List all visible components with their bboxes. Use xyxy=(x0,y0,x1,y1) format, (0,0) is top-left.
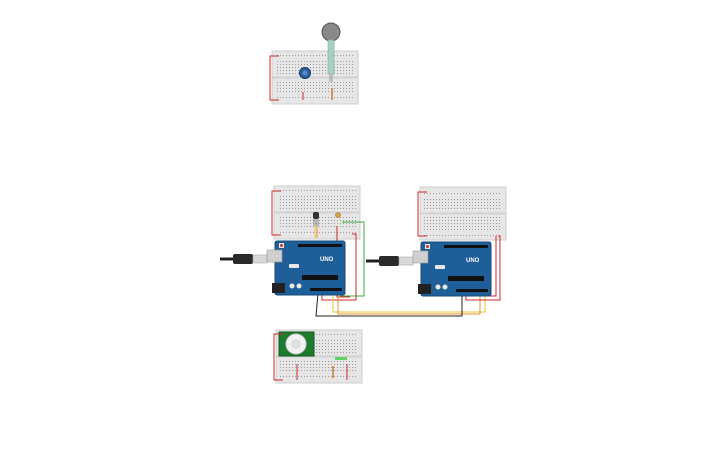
arduino-uno-left[interactable]: UNO xyxy=(266,240,346,296)
wire-signal-yellow[interactable] xyxy=(314,226,486,313)
pir-sensor[interactable] xyxy=(278,331,315,357)
photoresistor[interactable] xyxy=(335,212,341,218)
potentiometer-knob[interactable] xyxy=(299,67,311,79)
wire-power-bottom[interactable] xyxy=(273,333,348,381)
breadboard-top[interactable] xyxy=(271,50,359,105)
usb-cable-right[interactable] xyxy=(366,256,414,266)
usb-cable-left[interactable] xyxy=(220,254,268,264)
wire-signal-green[interactable] xyxy=(340,221,365,297)
wire-power-top[interactable] xyxy=(269,55,304,101)
board-label-right: UNO xyxy=(466,258,480,264)
wire-power-mid-left[interactable] xyxy=(271,190,281,236)
temperature-sensor[interactable] xyxy=(313,212,319,226)
arduino-uno-right[interactable]: UNO xyxy=(412,241,492,297)
board-label-left: UNO xyxy=(320,257,334,263)
wire-signal-orange[interactable] xyxy=(316,226,481,315)
wire-ground[interactable] xyxy=(315,292,463,317)
led-green[interactable] xyxy=(335,357,347,360)
force-sensor[interactable] xyxy=(321,22,341,82)
wire-power-mid-right[interactable] xyxy=(417,191,427,237)
breadboard-mid-right[interactable] xyxy=(419,186,507,241)
